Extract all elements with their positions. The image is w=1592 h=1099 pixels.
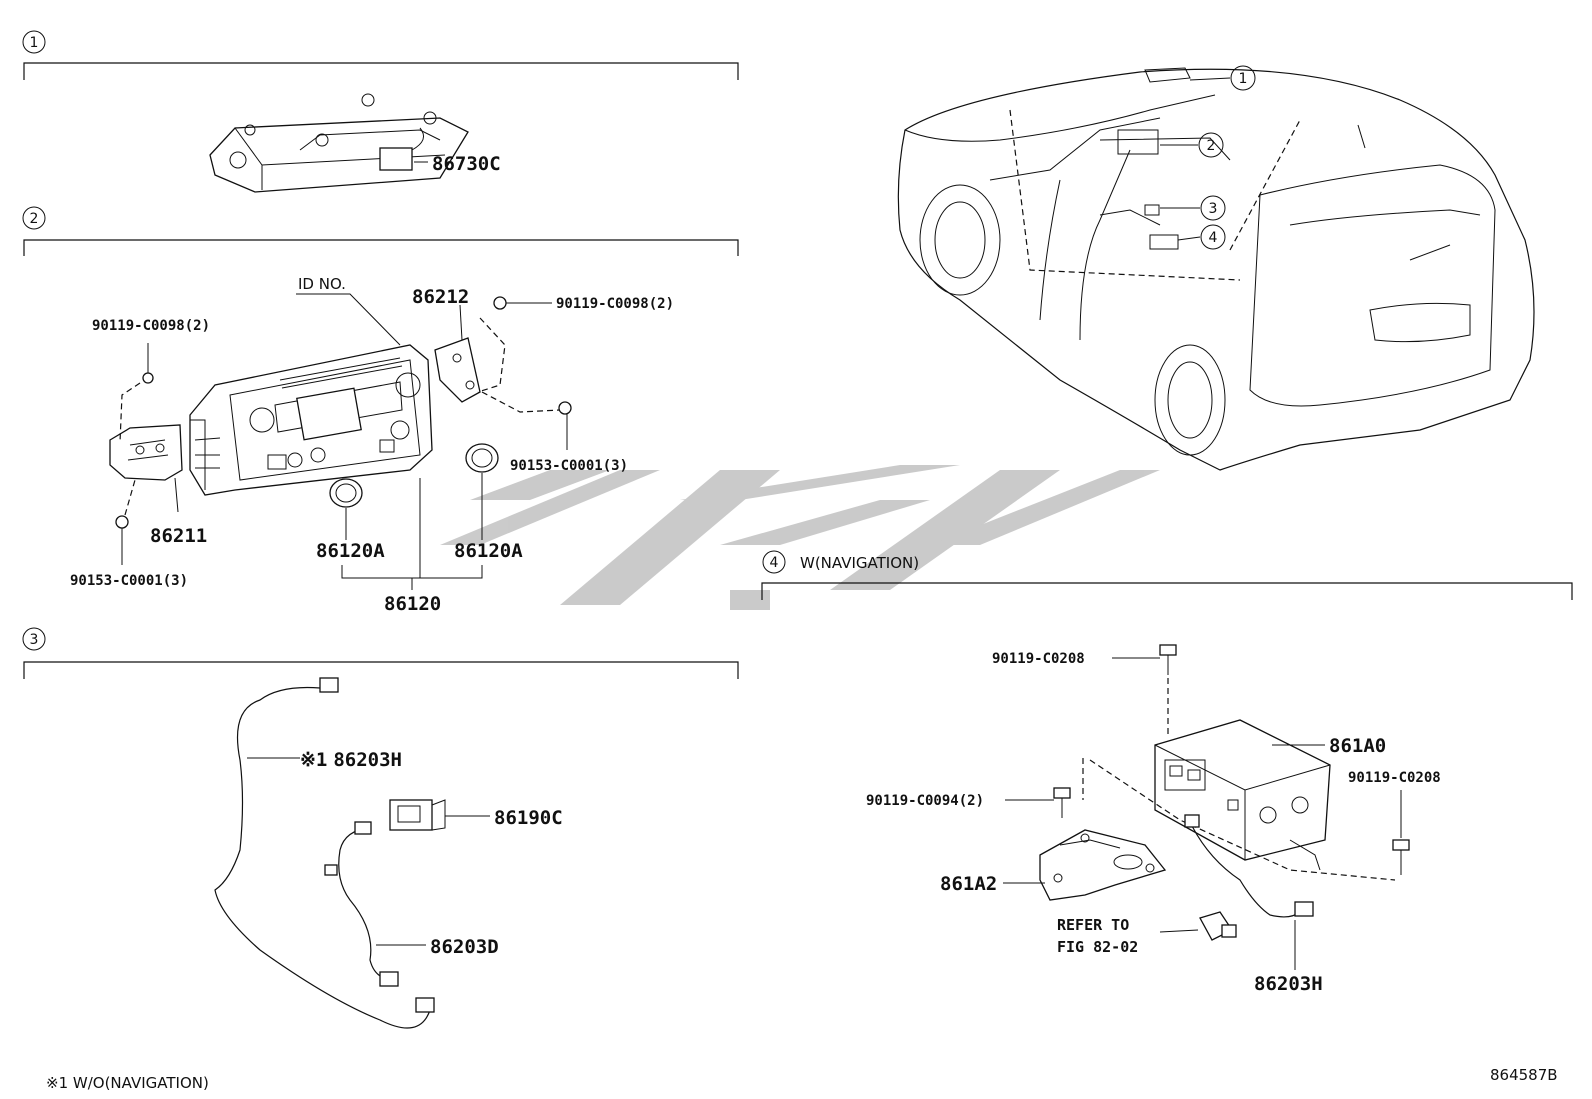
callout-4: 4: [1209, 230, 1218, 246]
callout-3: 3: [1209, 201, 1218, 217]
bolt-right-90119-C0208: [1392, 790, 1410, 875]
label-90119-C0094: 90119-C0094(2): [866, 793, 984, 809]
overhead-console-86730C: [209, 93, 469, 193]
wire-86203D: [324, 821, 399, 987]
label-86120A-left: 86120A: [316, 540, 385, 562]
navigation-ecu-861A0: [1154, 719, 1331, 871]
wire-86203H: [214, 677, 435, 1029]
label-86730C: 86730C: [432, 153, 501, 175]
refer-connector: [1159, 911, 1237, 941]
section-1-header: 1: [22, 30, 739, 80]
bracket-861A2: [1039, 829, 1167, 901]
assembly-bracket-line: [341, 565, 483, 579]
section-4-number: 4: [770, 555, 779, 571]
bolt-top-90119-C0208: [1112, 644, 1177, 675]
screw-left-top: [142, 343, 154, 384]
callout-1: 1: [1239, 71, 1248, 87]
section-2-number: 2: [30, 211, 39, 227]
label-90153-C0001-left: 90153-C0001(3): [70, 573, 188, 589]
label-86120A-right: 86120A: [454, 540, 523, 562]
bolt-right: [558, 401, 572, 450]
label-861A0: 861A0: [1329, 735, 1386, 757]
label-86203H-sec3-num: 86203H: [333, 749, 402, 771]
watermark-logo: [440, 465, 1160, 610]
audio-head-unit: [189, 344, 433, 496]
note-marker: ※1: [300, 749, 327, 771]
label-86212: 86212: [412, 286, 469, 308]
bolt-left-bottom: [115, 515, 129, 565]
screw-right-top: [493, 296, 552, 310]
label-86190C: 86190C: [494, 807, 563, 829]
section-4-title: W(NAVIGATION): [800, 554, 919, 572]
knob-86120A-right: [465, 443, 499, 540]
id-no-leader: [296, 293, 401, 346]
section-3-header: 3: [22, 627, 739, 679]
label-fig-82-02: FIG 82-02: [1057, 938, 1138, 956]
leader-86211: [174, 477, 179, 513]
leader-86212: [459, 304, 463, 341]
section-3-number: 3: [30, 632, 39, 648]
footnote-wo-navigation: ※1 W/O(NAVIGATION): [46, 1074, 209, 1092]
wire-86203H-nav: [1184, 814, 1314, 970]
label-86120: 86120: [384, 593, 441, 615]
knob-86120A-left: [329, 478, 363, 540]
callout-2: 2: [1207, 138, 1216, 154]
label-90119-C0208-top: 90119-C0208: [992, 651, 1085, 667]
jack-86190C: [389, 799, 490, 831]
bolt-90119-C0094: [1005, 787, 1071, 818]
figure-id: 864587B: [1490, 1066, 1558, 1084]
vehicle-illustration: [897, 67, 1535, 471]
section-1-number: 1: [30, 35, 39, 51]
section-2-header: 2: [22, 206, 739, 256]
label-86211: 86211: [150, 525, 207, 547]
bracket-86211: [109, 424, 183, 481]
label-90119-C0098-left: 90119-C0098(2): [92, 318, 210, 334]
bracket-86212: [434, 337, 481, 403]
label-861A2: 861A2: [940, 873, 997, 895]
label-90119-C0208-right: 90119-C0208: [1348, 770, 1441, 786]
label-86203D: 86203D: [430, 936, 499, 958]
label-90153-C0001-right: 90153-C0001(3): [510, 458, 628, 474]
label-86203H-nav: 86203H: [1254, 973, 1323, 995]
car-callouts: 1 2 3 4: [1160, 65, 1256, 250]
label-90119-C0098-right: 90119-C0098(2): [556, 296, 674, 312]
label-id-no: ID NO.: [298, 275, 346, 293]
label-86203H-sec3: ※1 86203H: [300, 749, 402, 771]
section-4-header: 4 W(NAVIGATION): [761, 550, 1573, 600]
label-refer-to: REFER TO: [1057, 916, 1129, 934]
